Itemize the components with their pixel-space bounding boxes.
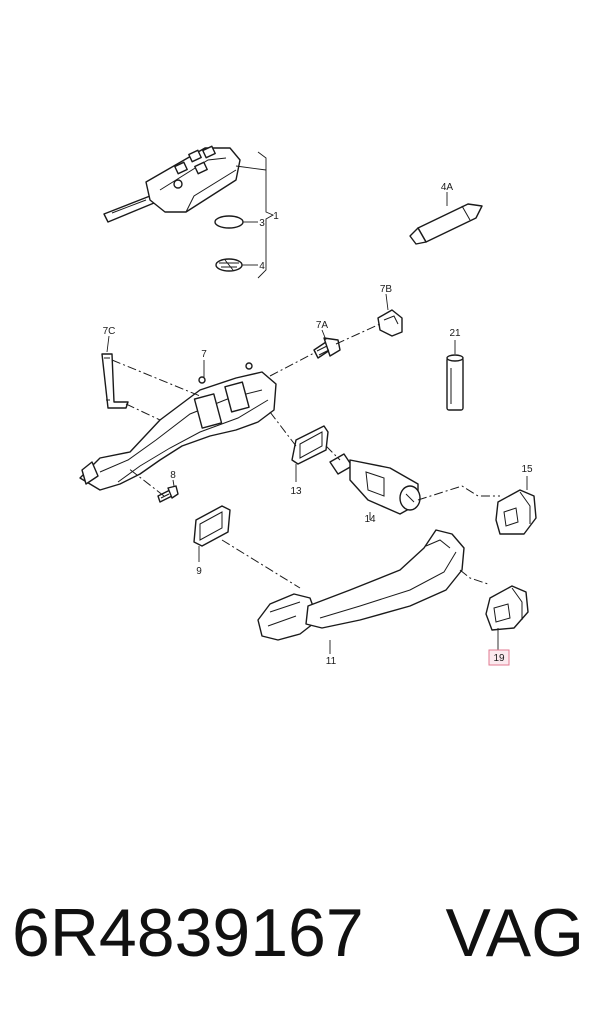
brand-name: VAG [445, 895, 584, 971]
cap-19 [485, 585, 529, 631]
cap-7b [377, 309, 403, 337]
part-labels: 1 3 4 4A 7 7A 7B 7C 8 9 11 13 14 15 21 1… [103, 182, 533, 667]
label-14: 14 [364, 514, 376, 525]
label-11: 11 [326, 656, 337, 667]
seal-13 [291, 425, 329, 465]
emblem-part-4 [215, 258, 243, 272]
footer: 6R4839167 VAG [0, 888, 600, 978]
highlight-box-19 [488, 649, 510, 666]
cover-15 [495, 489, 537, 535]
label-15: 15 [521, 464, 533, 475]
door-handle-11 [257, 529, 465, 641]
group-1-bracket [235, 151, 275, 279]
parts-exploded-diagram: 1 3 4 4A 7 7A 7B 7C 8 9 11 13 14 15 21 1… [79, 145, 537, 667]
pin-21 [446, 354, 464, 411]
label-8: 8 [170, 470, 176, 481]
label-7a: 7A [316, 320, 329, 331]
label-3: 3 [259, 218, 265, 229]
lock-cylinder-14 [329, 453, 421, 515]
screw-8 [157, 485, 179, 503]
label-4: 4 [259, 261, 265, 272]
label-1: 1 [273, 211, 279, 222]
part-number: 6R4839167 [12, 895, 364, 971]
bracket-7c [101, 353, 129, 409]
screw-7a [313, 337, 341, 359]
flip-key-fob [103, 145, 241, 223]
label-4a: 4A [441, 182, 454, 193]
label-21: 21 [449, 328, 461, 339]
handle-carrier-7 [79, 362, 277, 491]
assembly-lines [111, 323, 500, 589]
label-13: 13 [290, 486, 302, 497]
washer-part-3 [214, 215, 244, 229]
label-7c: 7C [103, 326, 116, 337]
label-9: 9 [196, 566, 202, 577]
grease-tube-4a [409, 203, 483, 245]
label-7b: 7B [380, 284, 393, 295]
seal-9 [193, 505, 231, 547]
label-7: 7 [201, 349, 207, 360]
label-19: 19 [493, 653, 505, 664]
